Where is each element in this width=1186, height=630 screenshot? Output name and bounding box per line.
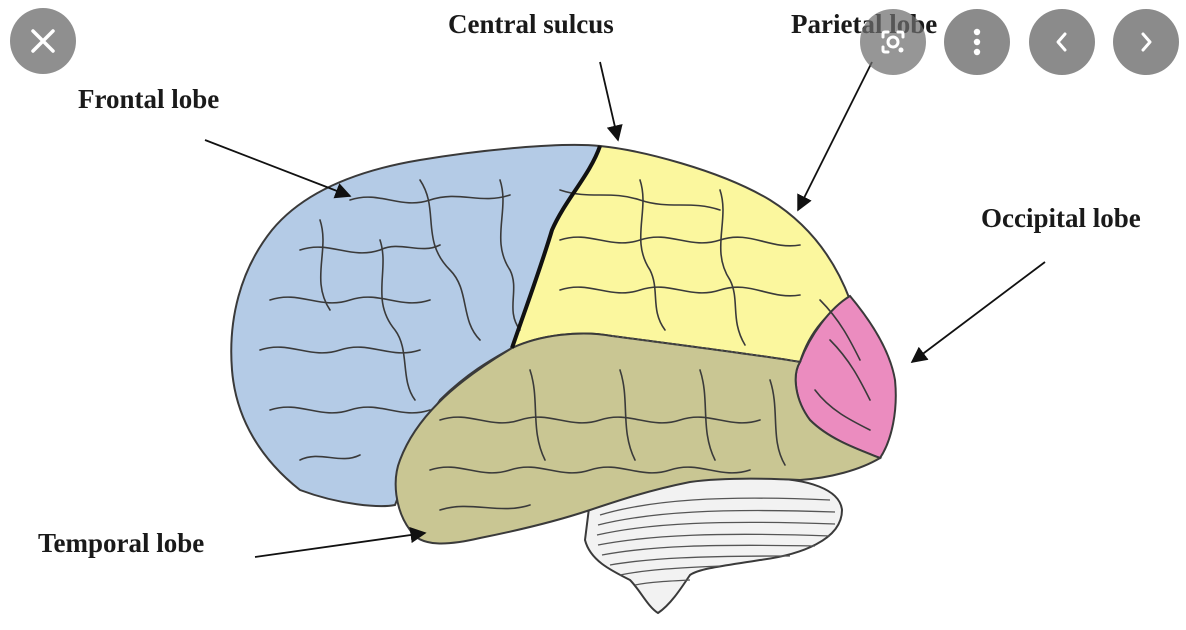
- more-options-button[interactable]: [944, 9, 1010, 75]
- temporal-lobe-region: [394, 332, 883, 545]
- central-sulcus-line: [510, 145, 602, 349]
- close-button[interactable]: [10, 8, 76, 74]
- arrow-parietal: [797, 61, 873, 212]
- sulci-pattern: [259, 179, 871, 511]
- next-image-button[interactable]: [1113, 9, 1179, 75]
- cerebellum: [583, 476, 844, 615]
- close-icon: [31, 29, 55, 53]
- arrow-occipital: [910, 261, 1046, 363]
- chevron-right-icon: [1141, 32, 1152, 52]
- chevron-left-icon: [1056, 32, 1067, 52]
- label-temporal-lobe: Temporal lobe: [38, 528, 205, 558]
- lens-icon: [881, 30, 905, 54]
- more-vert-icon: [973, 28, 981, 56]
- lens-button[interactable]: [860, 9, 926, 75]
- arrow-temporal: [254, 527, 427, 558]
- arrow-frontal: [204, 139, 352, 199]
- previous-image-button[interactable]: [1029, 9, 1095, 75]
- label-central-sulcus: Central sulcus: [448, 9, 614, 39]
- arrow-central: [599, 61, 623, 142]
- label-occipital-lobe: Occipital lobe: [981, 203, 1141, 233]
- label-frontal-lobe: Frontal lobe: [78, 84, 220, 114]
- pointer-arrows: [204, 61, 1046, 558]
